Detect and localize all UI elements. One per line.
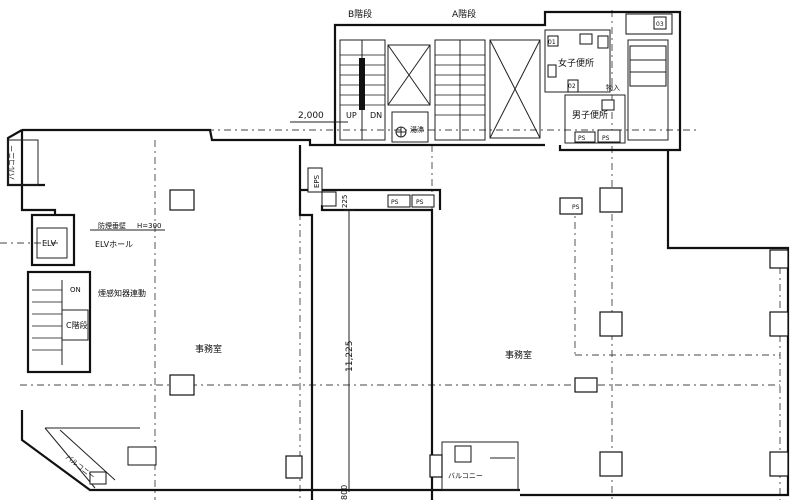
toilets xyxy=(544,13,673,144)
elv-hall-label: ELVホール xyxy=(95,240,133,249)
ps-label-3: PS xyxy=(578,135,586,142)
ps-label-2: PS xyxy=(416,199,424,206)
womens-wc-label: 女子便所 xyxy=(558,57,594,69)
marker-01: 01 xyxy=(548,39,556,46)
ps-label-5: PS xyxy=(572,204,580,211)
outer-walls xyxy=(6,10,790,500)
elv-label: ELV xyxy=(42,239,57,248)
a-shaft xyxy=(489,39,541,139)
ps-boxes xyxy=(307,129,621,208)
bottom-left-balcony xyxy=(44,427,157,489)
columns xyxy=(169,187,789,479)
a-stair xyxy=(434,39,486,141)
mens-wc-label: 男子便所 xyxy=(572,109,608,121)
b-stair-label: B階段 xyxy=(348,8,372,20)
dim-2000-label: 2,000 xyxy=(298,111,324,121)
dim-225-label: 225 xyxy=(341,195,349,208)
balcony-left-label: バルコニー xyxy=(8,145,16,180)
balcony-bottom-left-label: バルコニー xyxy=(64,453,96,481)
fire-shutter-label: 防煙垂壁 xyxy=(98,221,126,230)
marker-02: 02 xyxy=(568,83,576,90)
office-right-label: 事務室 xyxy=(505,349,532,361)
c-stair-label: C階段 xyxy=(66,320,88,330)
ps-label-1: PS xyxy=(391,199,399,206)
eps-label: EPS xyxy=(313,174,321,188)
office-left-label: 事務室 xyxy=(195,343,222,355)
on-label: ON xyxy=(70,286,81,294)
dim-11225-label: 11,225 xyxy=(345,341,355,373)
b-stair xyxy=(339,39,386,141)
a-stair-label: A階段 xyxy=(452,8,476,20)
bottom-right-balcony xyxy=(441,441,519,491)
storage-label: 物入 xyxy=(606,83,620,92)
labels: B階段 A階段 女子便所 男子便所 物入 湯沸 2,000 UP DN PS P… xyxy=(8,8,664,500)
dim-800-label: 800 xyxy=(340,485,349,500)
left-core xyxy=(7,139,165,374)
b-shaft xyxy=(387,44,431,143)
marker-03: 03 xyxy=(656,21,664,28)
ps-label-4: PS xyxy=(602,135,610,142)
dn-label: DN xyxy=(370,111,382,120)
dimensions xyxy=(290,121,354,492)
utility-label: 湯沸 xyxy=(410,125,424,134)
balcony-bottom-right-label: バルコニー xyxy=(448,472,483,480)
shutter-height-label: H=300 xyxy=(137,222,162,230)
smoke-detector-label: 煙感知器連動 xyxy=(98,288,146,298)
up-label: UP xyxy=(346,111,357,120)
